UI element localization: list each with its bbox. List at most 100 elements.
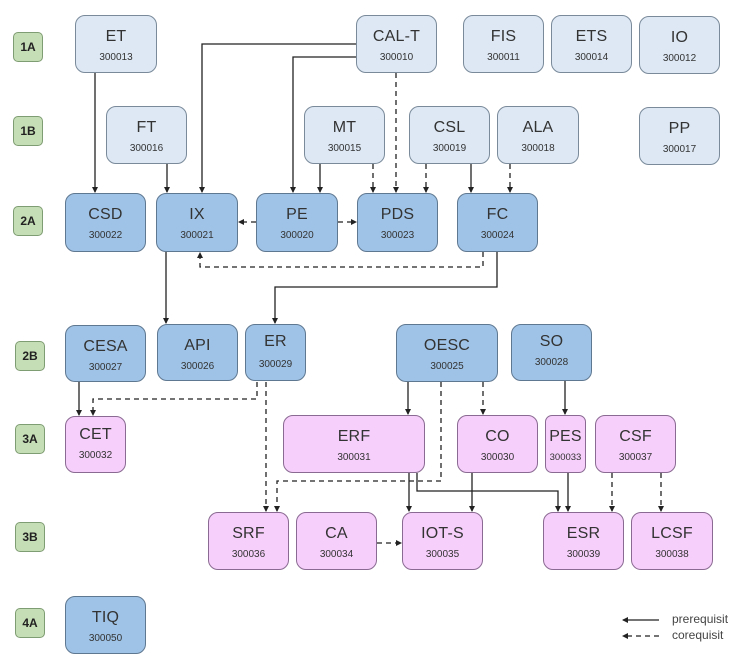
course-code: CAL-T [372, 28, 421, 45]
course-number: 300017 [662, 144, 697, 155]
course-number: 300027 [88, 362, 123, 373]
course-number: 300012 [662, 53, 697, 64]
course-code: PES [549, 428, 582, 445]
course-number: 300011 [487, 52, 520, 63]
course-code: FIS [490, 28, 517, 45]
course-ca[interactable]: CA 300034 [296, 512, 377, 570]
course-pp[interactable]: PP 300017 [639, 107, 720, 165]
course-code: FT [136, 119, 157, 136]
course-number: 300023 [380, 230, 415, 241]
course-number: 300031 [337, 452, 371, 463]
course-code: LCSF [651, 525, 693, 542]
semester-badge-1b: 1B [13, 116, 43, 146]
course-code: IOT-S [421, 525, 464, 542]
course-code: CSD [88, 206, 123, 223]
course-code: ESR [566, 525, 601, 542]
course-number: 300050 [88, 633, 123, 644]
course-code: OESC [423, 337, 471, 354]
course-ix[interactable]: IX 300021 [156, 193, 238, 252]
course-tiq[interactable]: TIQ 300050 [65, 596, 146, 654]
course-ft[interactable]: FT 300016 [106, 106, 187, 164]
semester-badge-2a: 2A [13, 206, 43, 236]
course-number: 300015 [327, 143, 362, 154]
course-code: CO [485, 428, 510, 445]
course-number: 300020 [280, 230, 314, 241]
course-co[interactable]: CO 300030 [457, 415, 538, 473]
edge-fc-ix [197, 252, 484, 268]
course-ala[interactable]: ALA 300018 [497, 106, 579, 164]
course-oesc[interactable]: OESC 300025 [396, 324, 498, 382]
course-number: 300033 [549, 452, 582, 463]
course-pe[interactable]: PE 300020 [256, 193, 338, 252]
course-code: CA [325, 525, 348, 542]
course-code: MT [332, 119, 357, 136]
course-number: 300037 [618, 452, 653, 463]
course-et[interactable]: ET 300013 [75, 15, 157, 73]
course-number: 300013 [99, 52, 133, 63]
course-cal-t[interactable]: CAL-T 300010 [356, 15, 437, 73]
course-number: 300018 [521, 143, 555, 154]
course-ets[interactable]: ETS 300014 [551, 15, 632, 73]
semester-badge-3b: 3B [15, 522, 45, 552]
course-so[interactable]: SO 300028 [511, 324, 592, 381]
course-number: 300035 [425, 549, 460, 560]
course-mt[interactable]: MT 300015 [304, 106, 385, 164]
course-number: 300034 [319, 549, 354, 560]
course-srf[interactable]: SRF 300036 [208, 512, 289, 570]
course-lcsf[interactable]: LCSF 300038 [631, 512, 713, 570]
course-number: 300036 [231, 549, 266, 560]
course-code: SO [539, 333, 564, 350]
course-number: 300014 [574, 52, 609, 63]
course-code: IO [670, 29, 689, 46]
semester-badge-2b: 2B [15, 341, 45, 371]
course-number: 300010 [379, 52, 414, 63]
edge-er-cet [90, 382, 258, 416]
course-number: 300039 [566, 549, 601, 560]
course-api[interactable]: API 300026 [157, 324, 238, 381]
course-esr[interactable]: ESR 300039 [543, 512, 624, 570]
course-csl[interactable]: CSL 300019 [409, 106, 490, 164]
course-code: ER [264, 333, 287, 350]
course-csf[interactable]: CSF 300037 [595, 415, 676, 473]
course-cet[interactable]: CET 300032 [65, 416, 126, 473]
semester-badge-4a: 4A [15, 608, 45, 638]
course-code: PE [286, 206, 308, 223]
course-code: TIQ [91, 609, 120, 626]
course-pds[interactable]: PDS 300023 [357, 193, 438, 252]
course-number: 300032 [78, 450, 113, 461]
course-number: 300028 [534, 357, 569, 368]
course-code: ALA [522, 119, 554, 136]
course-cesa[interactable]: CESA 300027 [65, 325, 146, 382]
course-number: 300016 [129, 143, 164, 154]
course-erf[interactable]: ERF 300031 [283, 415, 425, 473]
course-code: ETS [575, 28, 608, 45]
course-code: CSF [619, 428, 652, 445]
course-code: API [184, 337, 211, 354]
course-code: CET [79, 426, 112, 443]
course-code: IX [189, 206, 205, 223]
course-code: PDS [380, 206, 415, 223]
course-io[interactable]: IO 300012 [639, 16, 720, 74]
course-code: FC [486, 206, 509, 223]
course-iot-s[interactable]: IOT-S 300035 [402, 512, 483, 570]
course-er[interactable]: ER 300029 [245, 324, 306, 381]
edge-fc-er [272, 252, 498, 324]
course-number: 300022 [88, 230, 123, 241]
course-code: ERF [337, 428, 371, 445]
course-csd[interactable]: CSD 300022 [65, 193, 146, 252]
course-fc[interactable]: FC 300024 [457, 193, 538, 252]
course-code: PP [668, 120, 691, 137]
semester-badge-1a: 1A [13, 32, 43, 62]
course-pes[interactable]: PES 300033 [545, 415, 586, 473]
course-number: 300038 [655, 549, 689, 560]
course-number: 300030 [480, 452, 515, 463]
course-number: 300021 [180, 230, 214, 241]
course-fis[interactable]: FIS 300011 [463, 15, 544, 73]
legend-prerequisite-label: prerequisit [672, 612, 729, 626]
course-number: 300026 [180, 361, 215, 372]
course-code: ET [105, 28, 127, 45]
course-number: 300024 [480, 230, 515, 241]
legend-corequisite-label: corequisit [672, 628, 724, 642]
course-code: CSL [433, 119, 466, 136]
